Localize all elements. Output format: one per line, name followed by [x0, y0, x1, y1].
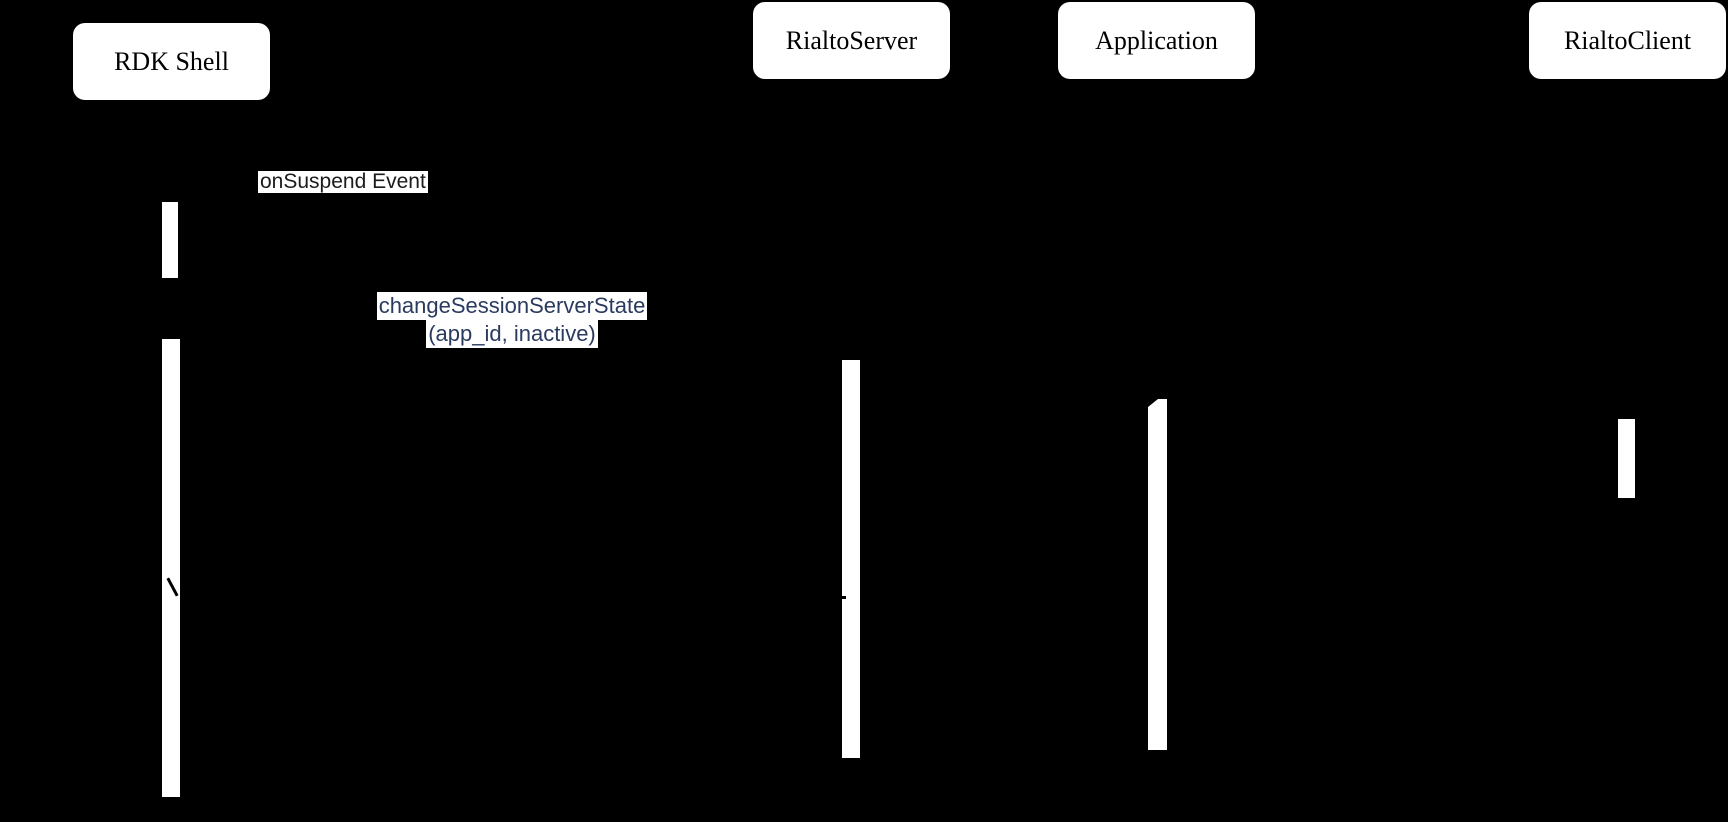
participant-box-rialto-server: RialtoServer	[753, 2, 950, 79]
participant-box-rdk-shell: RDK Shell	[73, 23, 270, 100]
participant-box-application: Application	[1058, 2, 1255, 79]
message-label-on-suspend-event: onSuspend Event	[258, 170, 428, 193]
activation-bar-rialto-client	[1618, 419, 1635, 498]
activation-bar-rdk-shell-1	[162, 202, 178, 278]
activation-bar-rdk-shell-2	[162, 339, 180, 797]
participant-box-rialto-client: RialtoClient	[1529, 2, 1726, 79]
message-label-change-session-server-state: changeSessionServerState (app_id, inacti…	[352, 292, 672, 348]
arrow-line-fragment-rialto-server-icon	[840, 596, 846, 599]
participant-label-rialto-server: RialtoServer	[785, 25, 918, 55]
participant-label-rialto-client: RialtoClient	[1563, 25, 1692, 55]
activation-bar-rialto-server	[842, 360, 860, 758]
message-label-change-session-server-state-line2: (app_id, inactive)	[426, 320, 598, 348]
participant-label-application: Application	[1095, 25, 1218, 55]
participant-label-rdk-shell: RDK Shell	[114, 46, 229, 76]
arrowhead-notch-application-icon	[1148, 399, 1158, 407]
message-label-change-session-server-state-line1: changeSessionServerState	[376, 292, 648, 320]
activation-bar-application	[1148, 399, 1167, 750]
